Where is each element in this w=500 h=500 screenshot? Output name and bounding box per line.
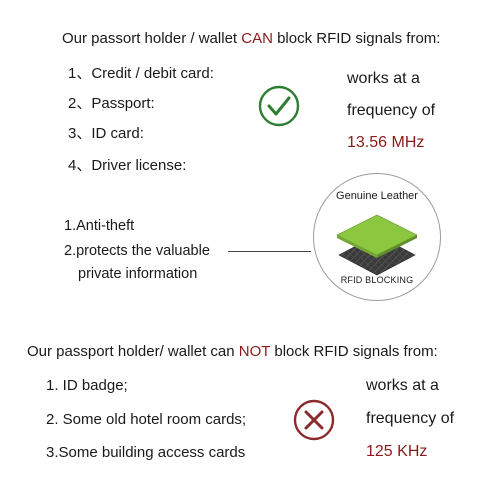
cannot-item-id-badge: 1. ID badge; xyxy=(46,377,128,394)
cannot-header-emphasis: NOT xyxy=(238,343,271,360)
cannot-freq-value: 125 KHz xyxy=(366,443,428,460)
can-header-post: block RFID signals from: xyxy=(272,30,441,47)
can-header-pre: Our passort holder / wallet xyxy=(62,30,242,47)
cannot-freq-line1: works at a xyxy=(366,377,439,394)
cannot-header: Our passport holder/ wallet can NOT bloc… xyxy=(27,343,438,360)
feature-protects: 2.protects the valuable xyxy=(64,243,210,259)
check-circle-icon xyxy=(258,85,300,127)
can-item-credit-card: 1、Credit / debit card: xyxy=(68,65,214,82)
badge-bottom-label: RFID BLOCKING xyxy=(340,275,414,285)
can-header: Our passort holder / wallet CAN block RF… xyxy=(62,30,440,47)
cannot-header-pre: Our passport holder/ wallet can xyxy=(27,343,239,360)
feature-private-info: private information xyxy=(78,266,198,282)
can-item-driver-license: 4、Driver license: xyxy=(68,157,187,174)
can-item-id-card: 3、ID card: xyxy=(68,125,144,142)
feature-anti-theft: 1.Anti-theft xyxy=(64,218,135,234)
can-item-passport: 2、Passport: xyxy=(68,95,155,112)
can-freq-line1: works at a xyxy=(347,70,420,87)
leather-layers-icon xyxy=(329,197,425,277)
badge-top-label: Genuine Leather xyxy=(336,190,418,202)
cross-circle-icon xyxy=(293,399,335,441)
can-freq-line2: frequency of xyxy=(347,102,436,119)
cannot-item-building-cards: 3.Some building access cards xyxy=(46,444,246,461)
cannot-freq-line2: frequency of xyxy=(366,410,455,427)
cannot-header-post: block RFID signals from: xyxy=(270,343,438,360)
cannot-item-hotel-cards: 2. Some old hotel room cards; xyxy=(46,411,247,428)
can-header-emphasis: CAN xyxy=(241,30,273,47)
can-freq-value: 13.56 MHz xyxy=(347,134,425,151)
leader-line xyxy=(228,251,311,252)
